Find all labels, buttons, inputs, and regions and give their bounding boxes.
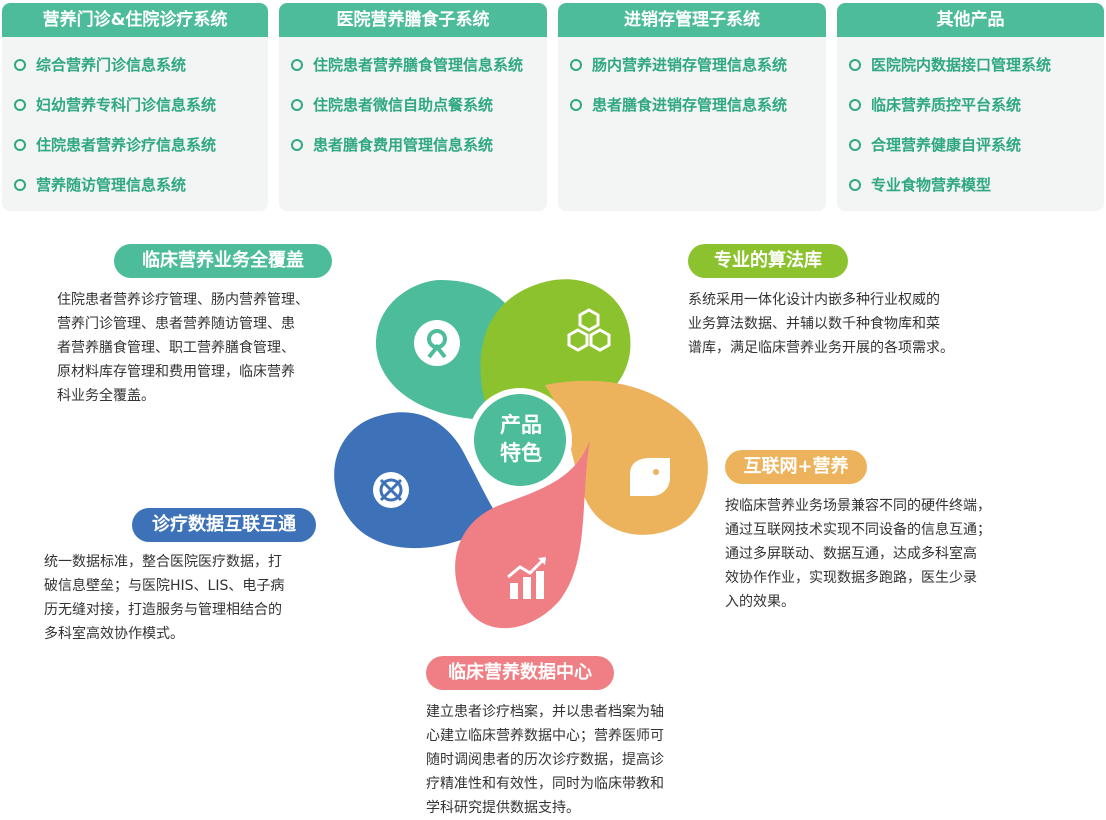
crossed-circle-icon — [373, 472, 409, 508]
list-item[interactable]: 专业食物营养模型 — [849, 167, 1104, 207]
circle-bullet-icon — [570, 99, 582, 111]
circle-bullet-icon — [849, 59, 861, 71]
circle-bullet-icon — [291, 139, 303, 151]
circle-bullet-icon — [291, 59, 303, 71]
leaf-icon — [630, 458, 670, 496]
feature-algorithm-desc: 系统采用一体化设计内嵌多种行业权威的 业务算法数据、并辅以数千种食物库和菜 谱库… — [688, 292, 954, 356]
center-circle — [474, 394, 566, 486]
list-item[interactable]: 医院院内数据接口管理系统 — [849, 47, 1104, 87]
card-other: 其他产品 医院院内数据接口管理系统 临床营养质控平台系统 合理营养健康自评系统 … — [837, 3, 1104, 211]
circle-bullet-icon — [14, 59, 26, 71]
circle-bullet-icon — [14, 99, 26, 111]
user-location-icon — [414, 320, 460, 366]
circle-bullet-icon — [570, 59, 582, 71]
petal-orange — [545, 380, 708, 535]
list-item[interactable]: 合理营养健康自评系统 — [849, 127, 1104, 167]
card-meal: 医院营养膳食子系统 住院患者营养膳食管理信息系统 住院患者微信自助点餐系统 患者… — [279, 3, 547, 211]
card-title: 医院营养膳食子系统 — [279, 3, 547, 37]
list-item[interactable]: 住院患者微信自助点餐系统 — [291, 87, 547, 127]
circle-bullet-icon — [849, 179, 861, 191]
circle-bullet-icon — [849, 139, 861, 151]
card-title: 营养门诊&住院诊疗系统 — [2, 3, 268, 37]
list-item[interactable]: 住院患者营养诊疗信息系统 — [14, 127, 268, 167]
list-item[interactable]: 患者膳食进销存管理信息系统 — [570, 87, 826, 127]
list-item[interactable]: 住院患者营养膳食管理信息系统 — [291, 47, 547, 87]
feature-coverage-title: 临床营养业务全覆盖 — [114, 244, 332, 278]
circle-bullet-icon — [849, 99, 861, 111]
feature-datacenter-title: 临床营养数据中心 — [426, 656, 614, 690]
list-item[interactable]: 妇幼营养专科门诊信息系统 — [14, 87, 268, 127]
petal-blue — [334, 412, 500, 549]
feature-coverage-desc: 住院患者营养诊疗管理、肠内营养管理、 营养门诊管理、患者营养随访管理、患 者营养… — [57, 292, 309, 404]
feature-internet-title: 互联网+营养 — [725, 450, 867, 484]
feature-internet-desc: 按临床营养业务场景兼容不同的硬件终端， 通过互联网技术实现不同设备的信息互通； … — [725, 498, 991, 610]
circle-bullet-icon — [14, 179, 26, 191]
list-item[interactable]: 肠内营养进销存管理信息系统 — [570, 47, 826, 87]
card-outpatient: 营养门诊&住院诊疗系统 综合营养门诊信息系统 妇幼营养专科门诊信息系统 住院患者… — [2, 3, 268, 211]
feature-interop-title: 诊疗数据互联互通 — [132, 508, 316, 542]
bar-chart-icon — [507, 557, 546, 599]
list-item[interactable]: 营养随访管理信息系统 — [14, 167, 268, 207]
card-title: 进销存管理子系统 — [558, 3, 826, 37]
feature-algorithm-title: 专业的算法库 — [688, 244, 848, 278]
cubes-icon — [567, 308, 611, 352]
list-item[interactable]: 临床营养质控平台系统 — [849, 87, 1104, 127]
circle-bullet-icon — [14, 139, 26, 151]
center-label: 产品 特色 — [500, 413, 542, 465]
circle-bullet-icon — [291, 99, 303, 111]
list-item[interactable]: 患者膳食费用管理信息系统 — [291, 127, 547, 167]
card-title: 其他产品 — [837, 3, 1104, 37]
feature-interop-desc: 统一数据标准，整合医院医疗数据，打 破信息壁垒；与医院HIS、LIS、电子病 历… — [44, 554, 285, 642]
list-item[interactable]: 综合营养门诊信息系统 — [14, 47, 268, 87]
card-inventory: 进销存管理子系统 肠内营养进销存管理信息系统 患者膳食进销存管理信息系统 — [558, 3, 826, 211]
feature-datacenter-desc: 建立患者诊疗档案，并以患者档案为轴 心建立临床营养数据中心；营养医师可 随时调阅… — [426, 704, 664, 816]
petal-pink — [455, 440, 590, 629]
